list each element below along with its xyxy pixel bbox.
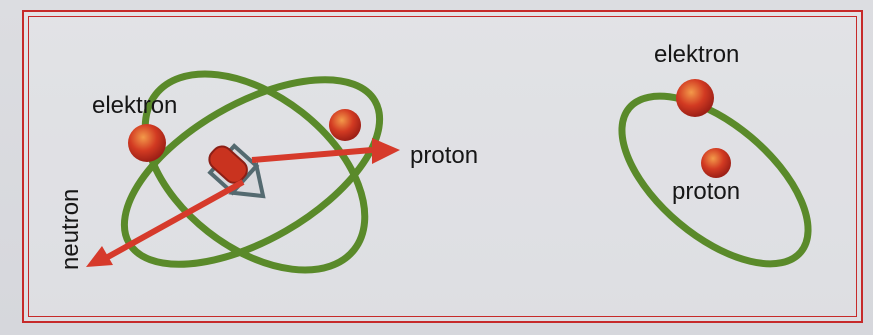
left-atom: elektron proton neutron [57, 70, 478, 274]
left-electron-ball [128, 124, 166, 162]
right-electron-ball [676, 79, 714, 117]
right-orbit [618, 92, 812, 268]
left-electron-label: elektron [92, 92, 177, 119]
left-proton-label: proton [410, 142, 478, 169]
left-neutron-label: neutron [57, 189, 84, 270]
right-electron-label: elektron [654, 41, 739, 68]
inner-frame [28, 16, 857, 317]
proton-arrow-head [372, 138, 400, 164]
right-proton-label: proton [672, 178, 740, 205]
proton-arrow-line [251, 147, 373, 163]
left-orbit-electron-ball [329, 109, 361, 141]
neutron-arrow-line [104, 179, 245, 261]
neutron-arrow-head [86, 246, 113, 267]
right-proton-ball [701, 148, 731, 178]
left-orbit-2 [141, 70, 369, 274]
right-atom: elektron proton [618, 41, 812, 268]
nucleus-icon [207, 143, 266, 199]
